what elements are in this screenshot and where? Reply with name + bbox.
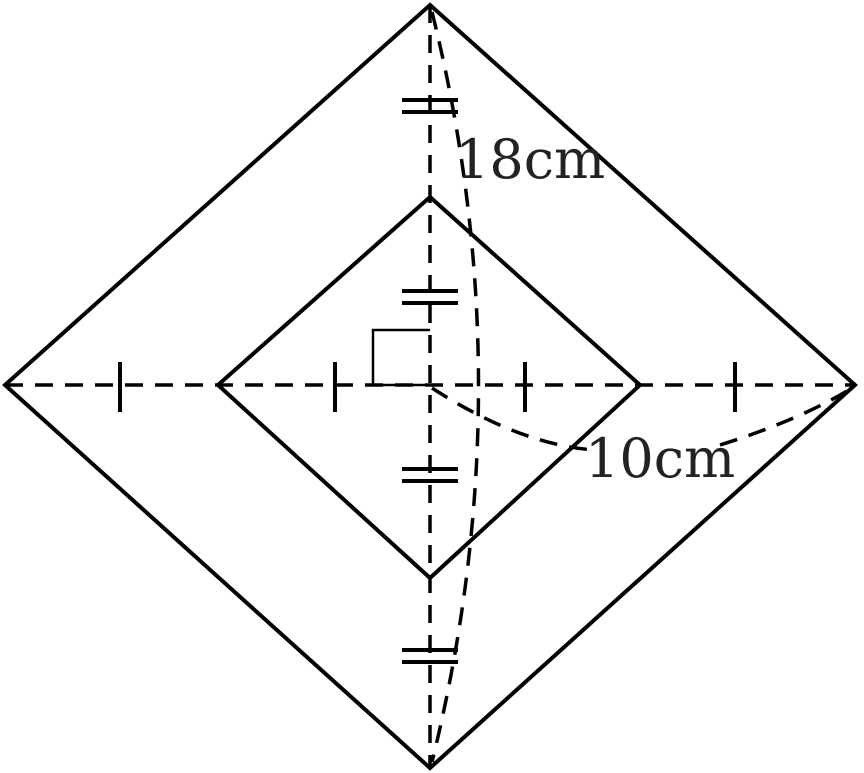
- right-angle-marker: [371, 328, 430, 387]
- dimension-curve-10cm-end: [719, 386, 853, 447]
- label-10cm: 10cm: [585, 427, 735, 490]
- dimension-curve-10cm: [431, 386, 596, 452]
- label-18cm: 18cm: [455, 128, 605, 191]
- double-tick-marks: [402, 98, 458, 664]
- dimension-curve-18cm: [430, 11, 481, 763]
- single-tick-marks: [118, 362, 737, 412]
